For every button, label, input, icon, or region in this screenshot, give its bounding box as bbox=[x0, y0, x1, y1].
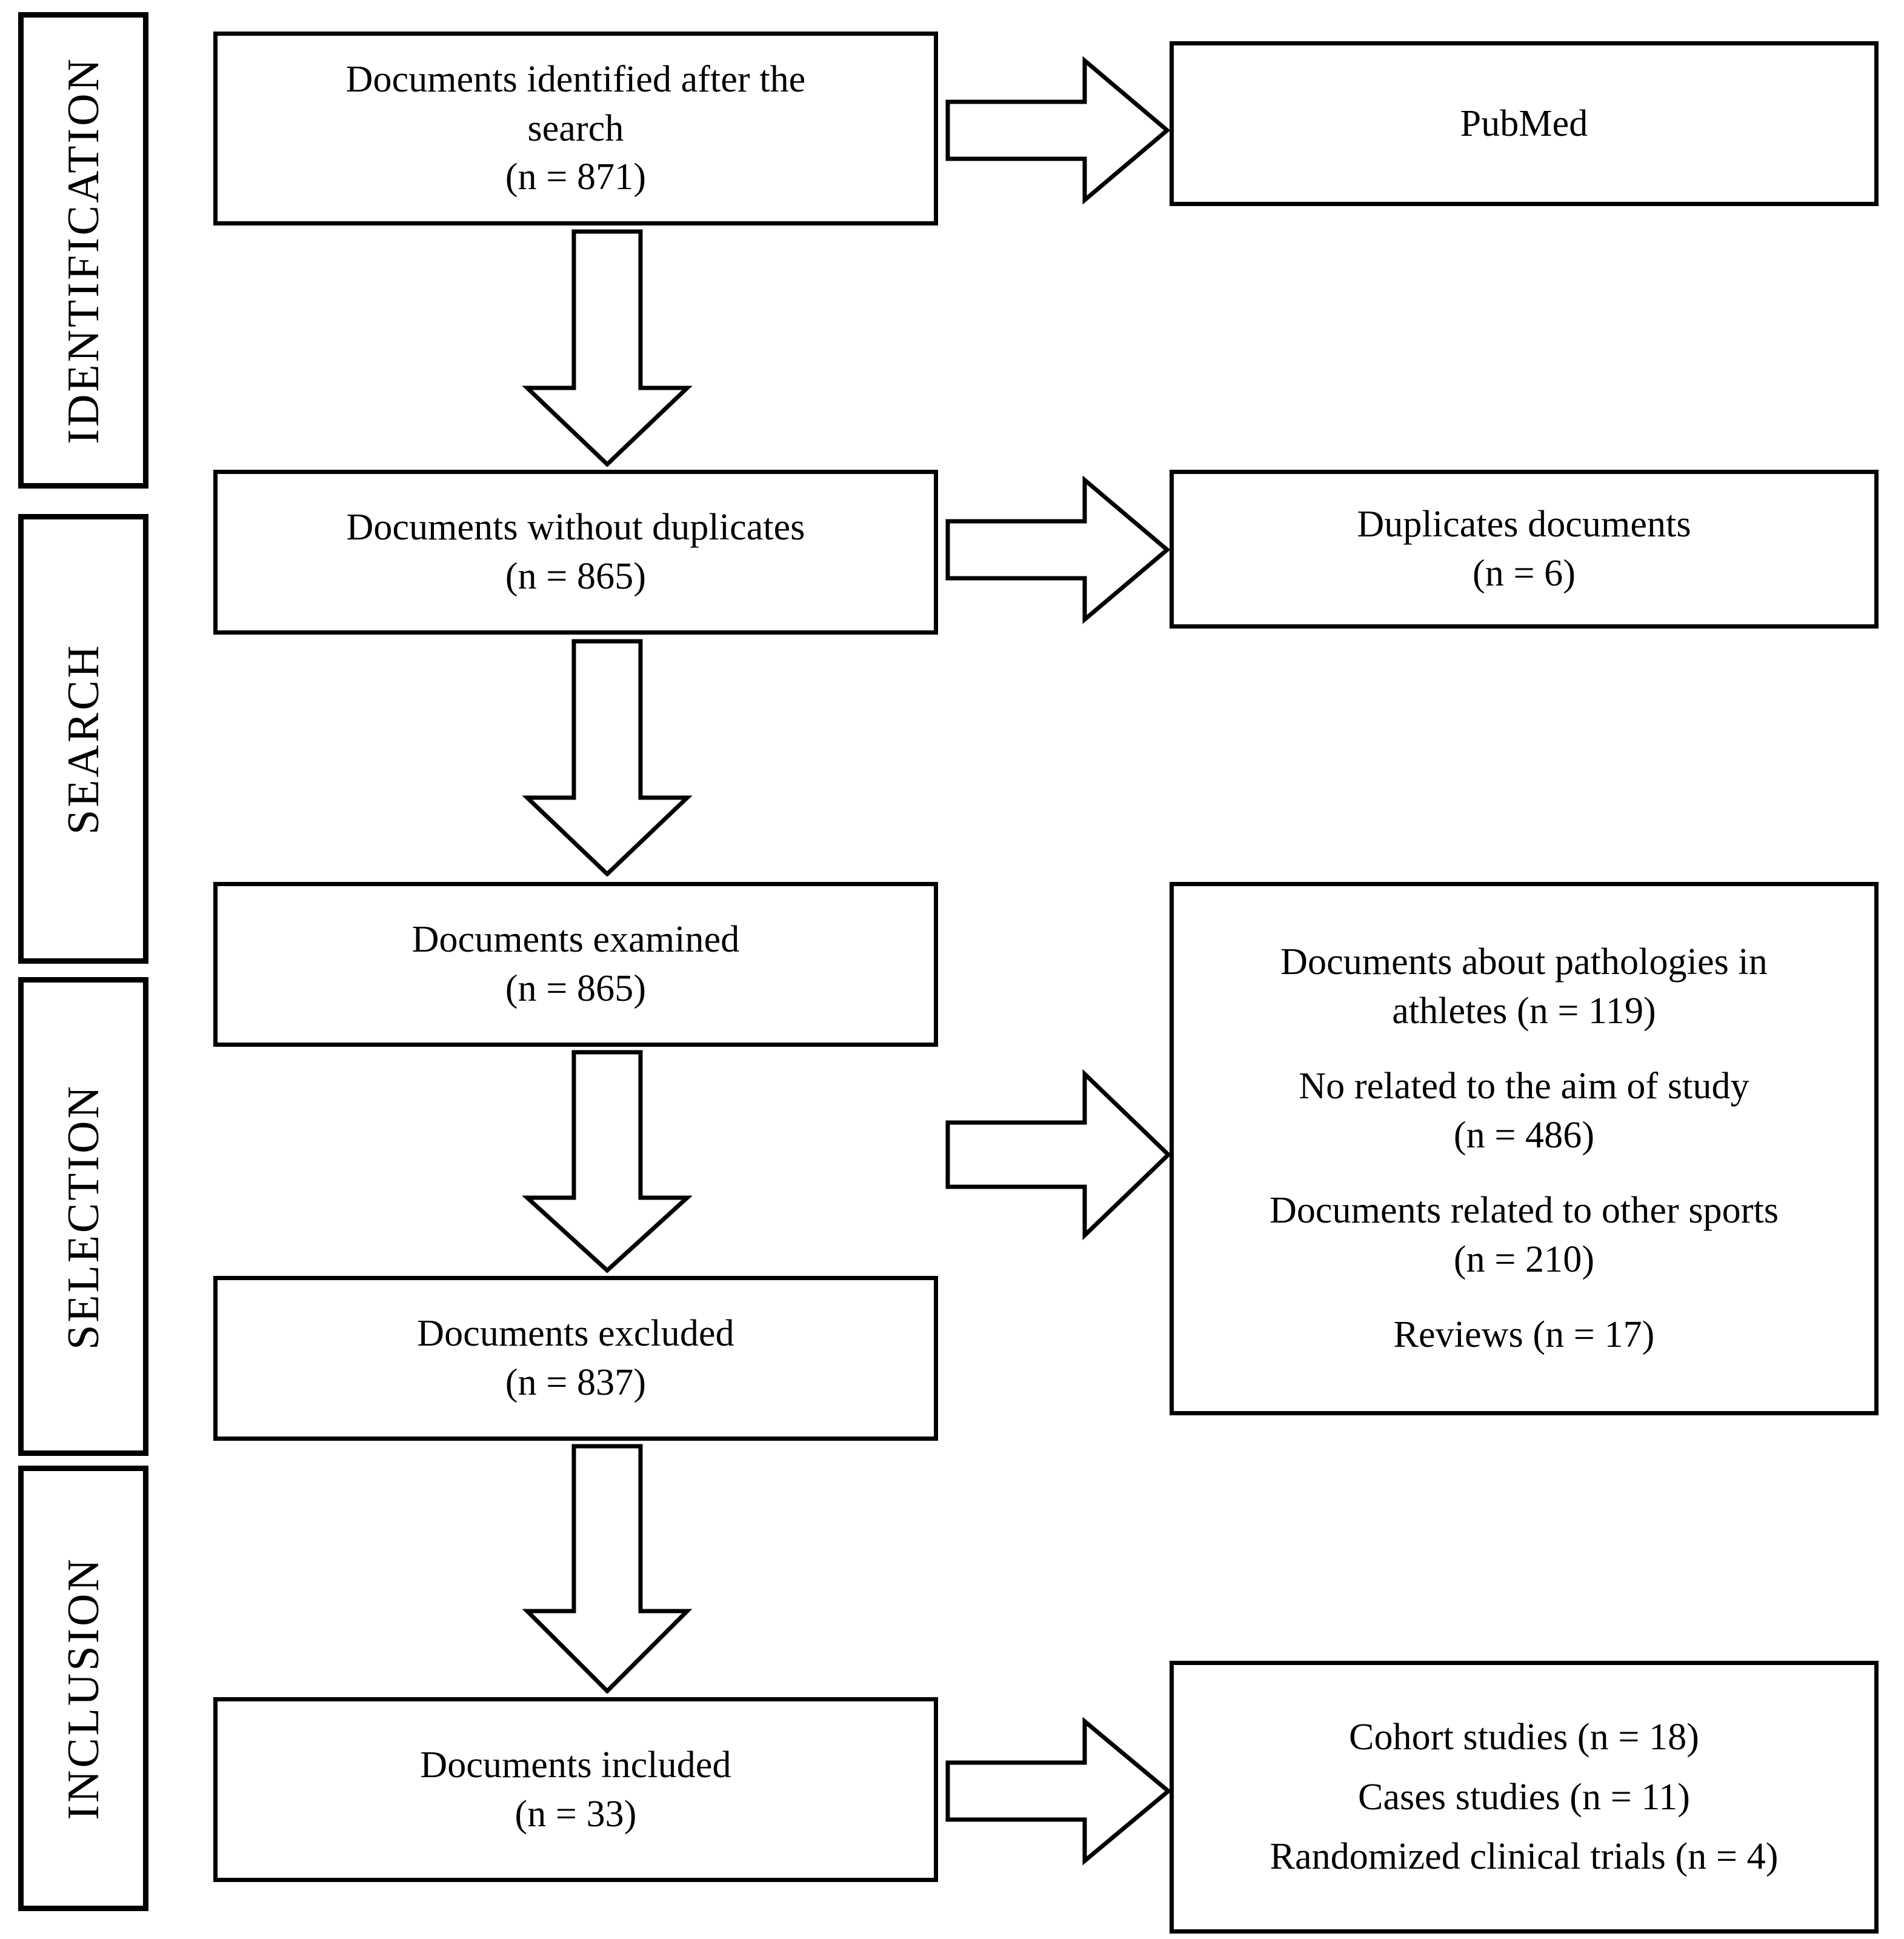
exclusion-reason-line: (n = 486) bbox=[1453, 1114, 1595, 1156]
exclusion-reason-line: athletes (n = 119) bbox=[1392, 990, 1656, 1032]
side-box-exclusion-reasons: Documents about pathologies in athletes … bbox=[1170, 882, 1879, 1415]
spacer bbox=[1191, 1762, 1857, 1773]
spacer bbox=[1191, 1821, 1857, 1832]
flow-box-documents-included: Documents included (n = 33) bbox=[213, 1697, 938, 1882]
phase-label-search: SEARCH bbox=[58, 643, 108, 835]
arrow-examined-to-excluded bbox=[522, 1050, 692, 1273]
arrow-identified-to-dedup bbox=[522, 229, 692, 467]
arrow-included-to-types bbox=[945, 1715, 1171, 1867]
flow-box-line: Documents without duplicates bbox=[346, 507, 805, 549]
arrow-excluded-to-included bbox=[522, 1444, 692, 1694]
flow-box-line: (n = 33) bbox=[514, 1793, 637, 1835]
flow-box-documents-identified: Documents identified after the search (n… bbox=[213, 32, 938, 225]
side-box-line: PubMed bbox=[1460, 102, 1588, 144]
phase-label-selection: SELECTION bbox=[58, 1083, 108, 1350]
flow-box-line: Documents examined bbox=[411, 919, 740, 961]
side-box-database: PubMed bbox=[1170, 41, 1879, 206]
flow-box-documents-without-duplicates: Documents without duplicates (n = 865) bbox=[213, 470, 938, 635]
flow-box-line: (n = 865) bbox=[505, 968, 647, 1009]
side-box-study-types: Cohort studies (n = 18) Cases studies (n… bbox=[1170, 1661, 1879, 1934]
exclusion-reason-line: Reviews (n = 17) bbox=[1393, 1314, 1655, 1356]
flow-box-line: Documents excluded bbox=[417, 1313, 734, 1355]
phase-box-search: SEARCH bbox=[18, 514, 148, 964]
arrow-dedup-to-duplicates bbox=[945, 474, 1170, 626]
spacer bbox=[1191, 1160, 1857, 1186]
spacer bbox=[1191, 1035, 1857, 1062]
flow-box-documents-excluded: Documents excluded (n = 837) bbox=[213, 1276, 938, 1441]
flow-box-line: (n = 865) bbox=[505, 556, 647, 597]
exclusion-reason-line: No related to the aim of study bbox=[1299, 1066, 1749, 1107]
phase-label-inclusion: INCLUSION bbox=[58, 1557, 108, 1820]
exclusion-reason-line: Documents related to other sports bbox=[1269, 1190, 1779, 1232]
phase-box-selection: SELECTION bbox=[18, 977, 148, 1456]
phase-label-identification: IDENTIFICATION bbox=[58, 56, 108, 444]
phase-box-inclusion: INCLUSION bbox=[18, 1466, 148, 1911]
exclusion-reason-line: Documents about pathologies in bbox=[1280, 941, 1768, 983]
side-box-line: (n = 6) bbox=[1473, 553, 1576, 594]
study-type-line: Cohort studies (n = 18) bbox=[1348, 1717, 1699, 1758]
study-type-line: Randomized clinical trials (n = 4) bbox=[1270, 1836, 1779, 1878]
flow-box-line: Documents identified after the bbox=[345, 59, 806, 101]
side-box-line: Duplicates documents bbox=[1357, 504, 1691, 546]
flow-box-documents-examined: Documents examined (n = 865) bbox=[213, 882, 938, 1047]
flow-box-line: search bbox=[527, 107, 624, 149]
arrow-excluded-reasons bbox=[945, 1067, 1171, 1243]
arrow-dedup-to-examined bbox=[522, 639, 692, 876]
flow-box-line: (n = 871) bbox=[505, 156, 647, 198]
spacer bbox=[1191, 1284, 1857, 1310]
phase-box-identification: IDENTIFICATION bbox=[18, 12, 148, 489]
arrow-identified-to-database bbox=[945, 55, 1170, 206]
study-type-line: Cases studies (n = 11) bbox=[1357, 1776, 1691, 1818]
flow-box-line: (n = 837) bbox=[505, 1362, 647, 1403]
flow-box-line: Documents included bbox=[420, 1744, 731, 1786]
exclusion-reason-line: (n = 210) bbox=[1453, 1238, 1595, 1280]
side-box-duplicates: Duplicates documents (n = 6) bbox=[1170, 470, 1879, 629]
